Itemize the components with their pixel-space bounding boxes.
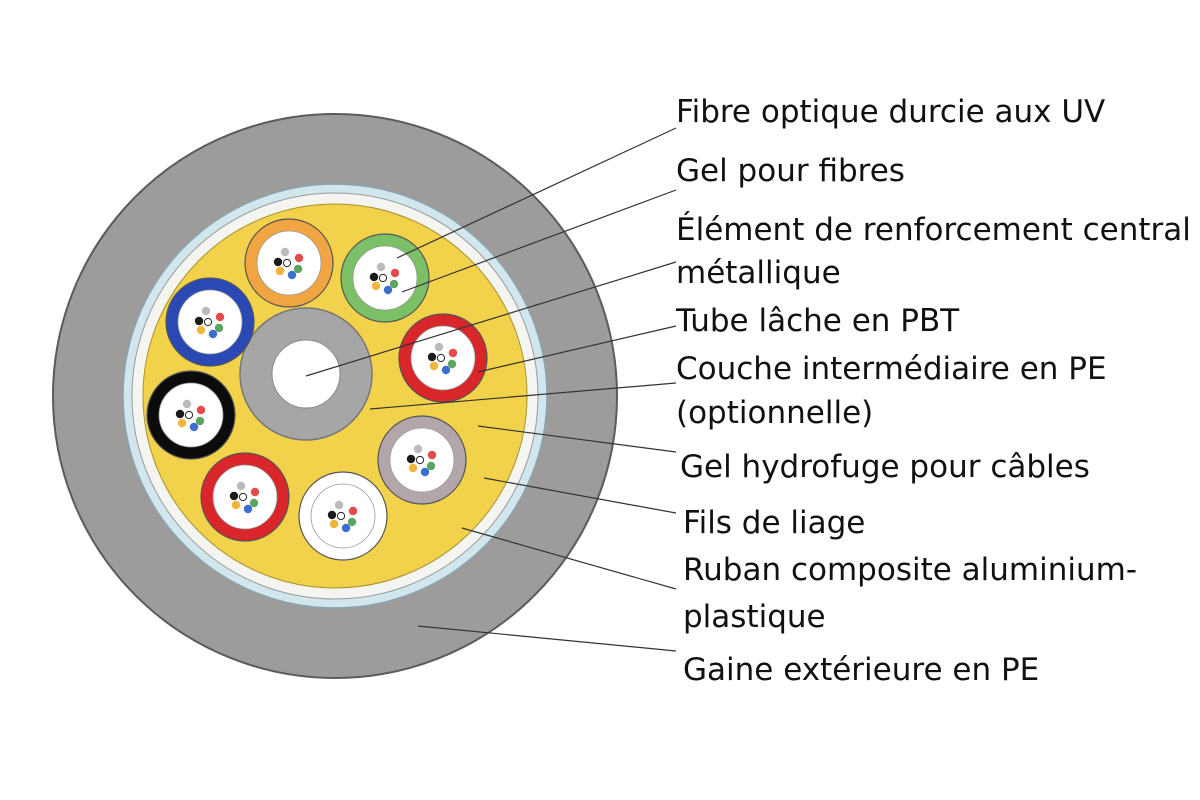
optical-fibre — [201, 306, 211, 316]
optical-fibre — [436, 353, 446, 363]
optical-fibre — [334, 500, 344, 510]
optical-fibre — [389, 279, 399, 289]
leader-line-gel-fibres — [401, 189, 677, 293]
optical-fibre — [293, 264, 303, 274]
loose-tube-blue — [165, 277, 255, 367]
optical-fibre — [413, 444, 423, 454]
label-gel-cables: Gel hydrofuge pour câbles — [680, 449, 1090, 485]
optical-fibre — [280, 247, 290, 257]
optical-fibre — [275, 266, 285, 276]
label-couche-line-2: (optionnelle) — [676, 395, 873, 431]
optical-fibre — [196, 325, 206, 335]
label-fibre: Fibre optique durcie aux UV — [676, 94, 1105, 130]
optical-fibre — [347, 517, 357, 527]
loose-tube-white — [298, 471, 388, 561]
optical-fibre — [408, 463, 418, 473]
leader-line-fibre — [396, 127, 677, 259]
optical-fibre — [177, 418, 187, 428]
optical-fibre — [249, 498, 259, 508]
loose-tube-green — [340, 233, 430, 323]
optical-fibre — [195, 416, 205, 426]
optical-fibre — [250, 487, 260, 497]
optical-fibre — [184, 410, 194, 420]
optical-fibre — [406, 454, 416, 464]
optical-fibre — [415, 455, 425, 465]
optical-fibre — [208, 329, 218, 339]
optical-fibre — [287, 270, 297, 280]
label-fils: Fils de liage — [683, 505, 865, 541]
optical-fibre — [447, 359, 457, 369]
label-couche: Couche intermédiaire en PE — [676, 351, 1107, 387]
optical-fibre — [273, 257, 283, 267]
optical-fibre — [371, 281, 381, 291]
loose-tube-grey — [377, 415, 467, 505]
optical-fibre — [238, 492, 248, 502]
leader-line-gel-cables — [477, 425, 677, 453]
loose-tube-red — [398, 313, 488, 403]
optical-fibre — [243, 504, 253, 514]
label-renforcement-line-2: métallique — [676, 255, 841, 291]
optical-fibre — [214, 323, 224, 333]
optical-fibre — [203, 317, 213, 327]
optical-fibre — [448, 348, 458, 358]
optical-fibre — [429, 361, 439, 371]
label-gel-fibres: Gel pour fibres — [676, 153, 905, 189]
label-ruban: Ruban composite aluminium- — [683, 552, 1137, 588]
optical-fibre — [426, 461, 436, 471]
optical-fibre — [441, 365, 451, 375]
optical-fibre — [341, 523, 351, 533]
optical-fibre — [194, 316, 204, 326]
optical-fibre — [294, 253, 304, 263]
leader-line-fils — [483, 477, 677, 514]
callout-labels: Fibre optique durcie aux UV Gel pour fibr… — [675, 94, 1191, 688]
loose-tube-black — [146, 370, 236, 460]
label-gaine: Gaine extérieure en PE — [683, 652, 1039, 688]
label-renforcement: Élément de renforcement central — [676, 212, 1191, 248]
optical-fibre — [215, 312, 225, 322]
central-strength-member — [271, 339, 341, 409]
optical-fibre — [348, 506, 358, 516]
optical-fibre — [196, 405, 206, 415]
optical-fibre — [427, 352, 437, 362]
leader-line-tube — [477, 325, 677, 373]
leader-line-couche — [369, 382, 677, 410]
optical-fibre — [376, 262, 386, 272]
optical-fibre — [182, 399, 192, 409]
optical-fibre — [229, 491, 239, 501]
optical-fibre — [329, 519, 339, 529]
optical-fibre — [189, 422, 199, 432]
optical-fibre — [427, 450, 437, 460]
label-ruban-line-2: plastique — [683, 599, 826, 635]
loose-tube-red — [200, 452, 290, 542]
leader-line-ruban — [461, 527, 677, 590]
optical-fibre — [369, 272, 379, 282]
optical-fibre — [434, 342, 444, 352]
optical-fibre — [231, 500, 241, 510]
optical-fibre — [383, 285, 393, 295]
optical-fibre — [327, 510, 337, 520]
optical-fibre — [336, 511, 346, 521]
optical-fibre — [420, 467, 430, 477]
optical-fibre — [282, 258, 292, 268]
loose-tube-orange — [244, 218, 334, 308]
leader-lines — [305, 127, 677, 652]
cable-cross-section — [52, 113, 618, 679]
optical-fibre — [378, 273, 388, 283]
loose-tubes-group — [146, 218, 488, 561]
label-tube: Tube lâche en PBT — [675, 303, 960, 339]
optical-fibre — [236, 481, 246, 491]
leader-line-renforcement — [305, 261, 677, 377]
leader-line-gaine — [417, 625, 677, 652]
optical-fibre — [390, 268, 400, 278]
optical-fibre — [175, 409, 185, 419]
